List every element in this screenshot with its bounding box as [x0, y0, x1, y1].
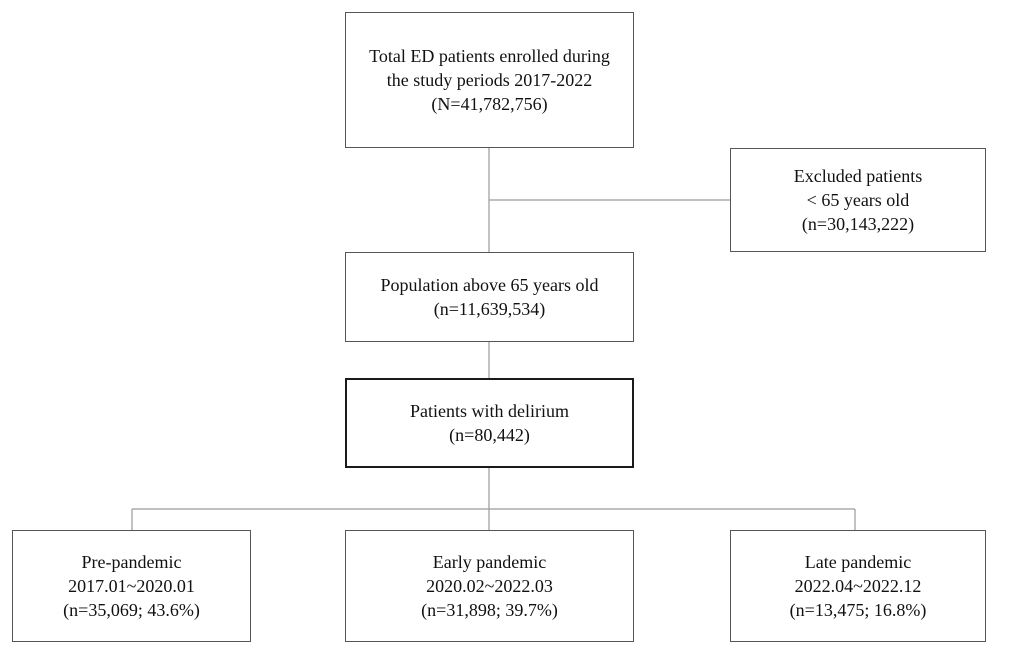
delirium-line-2: (n=80,442): [449, 425, 530, 445]
box-excluded-patients: Excluded patients < 65 years old (n=30,1…: [730, 148, 986, 252]
pre-pandemic-line-1: Pre-pandemic: [81, 552, 182, 572]
pre-pandemic-line-2: 2017.01~2020.01: [68, 576, 195, 596]
box-total-ed-patients: Total ED patients enrolled during the st…: [345, 12, 634, 148]
excluded-line-3: (n=30,143,222): [801, 214, 915, 234]
total-line-2: the study periods 2017-2022: [386, 70, 593, 90]
early-pandemic-line-1: Early pandemic: [432, 552, 547, 572]
population-line-1: Population above 65 years old: [380, 275, 599, 295]
late-pandemic-line-3: (n=13,475; 16.8%): [789, 600, 927, 620]
excluded-line-1: Excluded patients: [793, 166, 923, 186]
late-pandemic-line-1: Late pandemic: [804, 552, 912, 572]
delirium-line-1: Patients with delirium: [410, 401, 569, 421]
box-population-above-65: Population above 65 years old (n=11,639,…: [345, 252, 634, 342]
population-line-2: (n=11,639,534): [433, 299, 546, 319]
early-pandemic-line-2: 2020.02~2022.03: [426, 576, 553, 596]
box-late-pandemic: Late pandemic 2022.04~2022.12 (n=13,475;…: [730, 530, 986, 642]
total-line-3: (N=41,782,756): [431, 94, 548, 114]
excluded-line-2: < 65 years old: [806, 190, 910, 210]
early-pandemic-line-3: (n=31,898; 39.7%): [421, 600, 558, 620]
total-line-1: Total ED patients enrolled during: [369, 46, 610, 66]
box-patients-with-delirium: Patients with delirium (n=80,442): [345, 378, 634, 468]
late-pandemic-line-2: 2022.04~2022.12: [794, 576, 922, 596]
box-pre-pandemic: Pre-pandemic 2017.01~2020.01 (n=35,069; …: [12, 530, 251, 642]
pre-pandemic-line-3: (n=35,069; 43.6%): [63, 600, 200, 620]
box-early-pandemic: Early pandemic 2020.02~2022.03 (n=31,898…: [345, 530, 634, 642]
